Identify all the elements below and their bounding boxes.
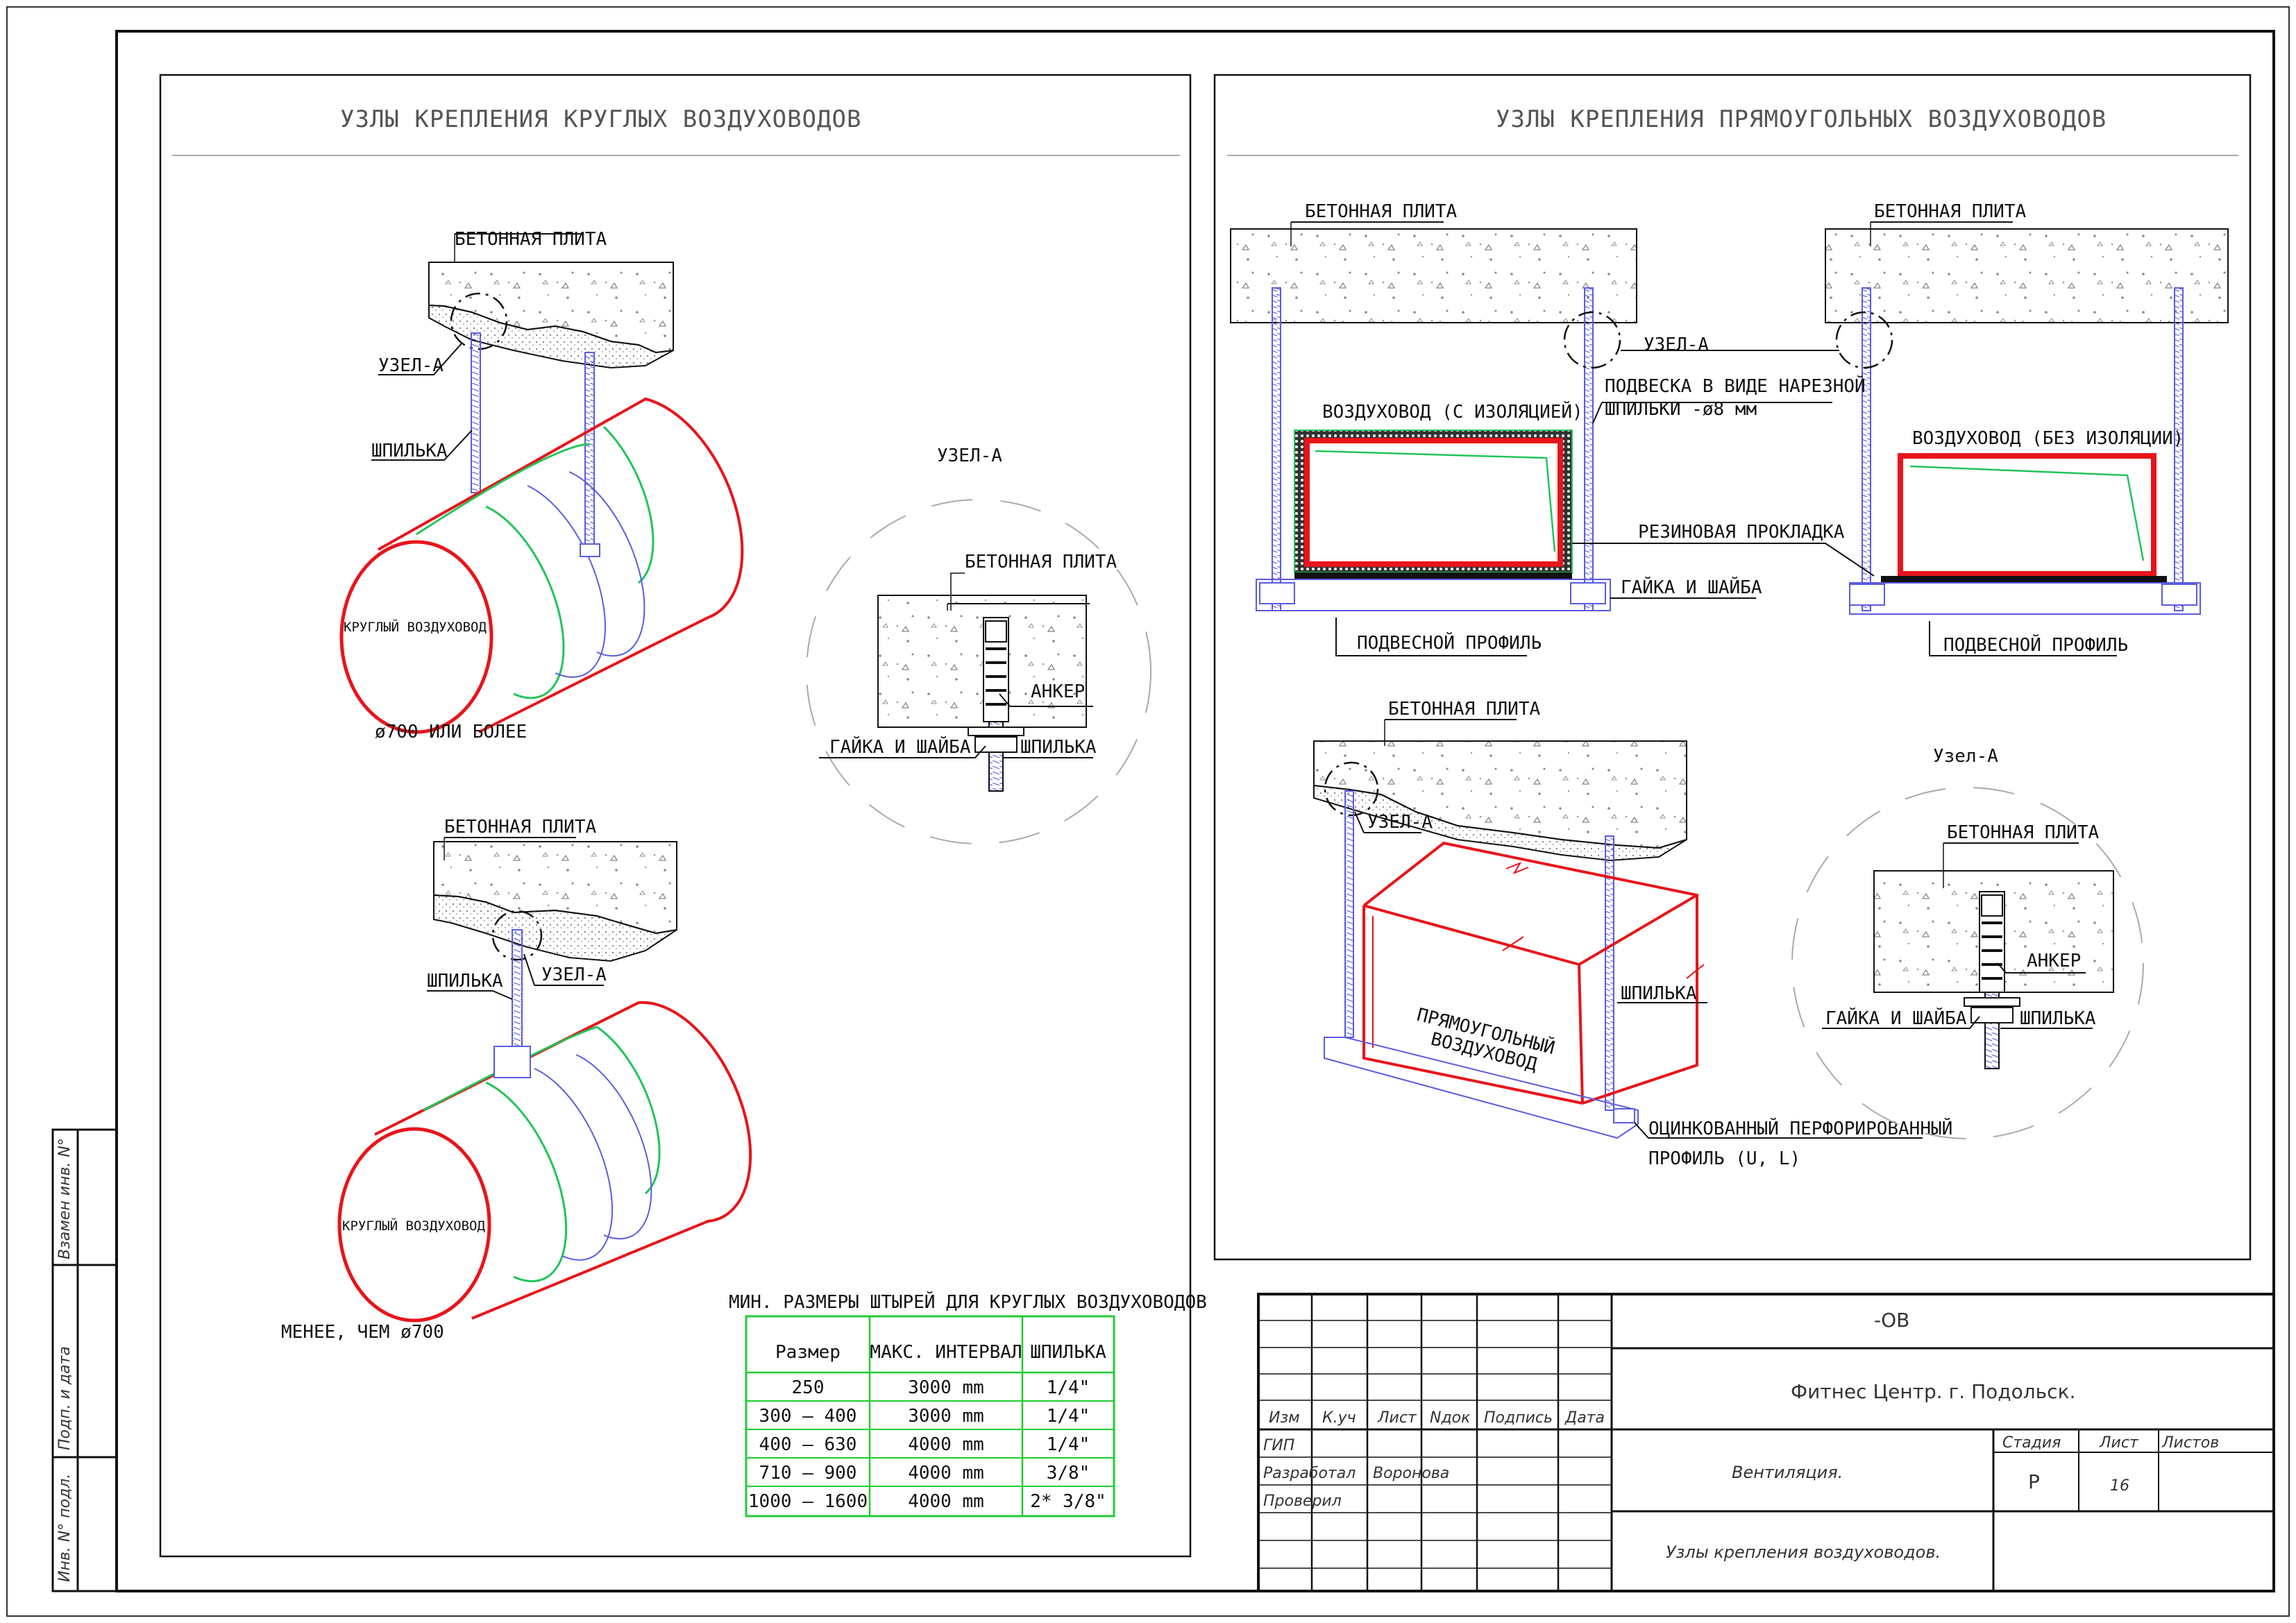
tb-sheet-title: Узлы крепления воздуховодов. — [1666, 1543, 1941, 1562]
table-title: МИН. РАЗМЕРЫ ШТЫРЕЙ ДЛЯ КРУГЛЫХ ВОЗДУХОВ… — [729, 1291, 1207, 1313]
tb-sheet-value: 16 — [2110, 1477, 2129, 1495]
node-title-left: УЗЕЛ-А — [937, 445, 1002, 466]
stamp-field-sign: Подп. и дата — [56, 1346, 74, 1450]
label-stud-1: ШПИЛЬКА — [371, 441, 448, 461]
panel-title-rect: УЗЛЫ КРЕПЛЕНИЯ ПРЯМОУГОЛЬНЫХ ВОЗДУХОВОДО… — [1496, 105, 2107, 133]
round-duct-detail-small: БЕТОННАЯ ПЛИТА УЗЕЛ-А ШПИЛЬКА КРУГЛЫЙ ВО… — [281, 817, 752, 1343]
round-duct-detail-large: БЕТОННАЯ ПЛИТА УЗЕЛ-А ШПИЛЬКА КРУГЛЫЙ ВО… — [339, 229, 744, 742]
table-cell: 300 – 400 — [759, 1406, 857, 1427]
label-node-2: УЗЕЛ-А — [541, 965, 607, 985]
label-node-slab-left: БЕТОННАЯ ПЛИТА — [965, 552, 1117, 572]
label-slab-1: БЕТОННАЯ ПЛИТА — [455, 229, 607, 250]
label-stud-2: ШПИЛЬКА — [427, 971, 503, 992]
tb-role-chief: ГИП — [1263, 1437, 1294, 1454]
tb-header-date: Дата — [1564, 1409, 1605, 1427]
stamp-field-inventory: Инв. N° подл. — [56, 1474, 74, 1582]
table-cell: 3000 mm — [908, 1406, 984, 1427]
label-nut-left: ГАЙКА И ШАЙБА — [829, 736, 971, 758]
table-cell: 250 — [792, 1377, 825, 1398]
label-nut-r1: ГАЙКА И ШАЙБА — [1621, 576, 1762, 598]
tb-project: Фитнес Центр. г. Подольск. — [1791, 1380, 2075, 1403]
table-cell: 3000 mm — [908, 1377, 984, 1398]
tb-stage-label: Стадия — [2002, 1434, 2061, 1452]
label-anchor-right: АНКЕР — [2027, 951, 2081, 971]
panel-rect-ducts: УЗЛЫ КРЕПЛЕНИЯ ПРЯМОУГОЛЬНЫХ ВОЗДУХОВОДО… — [1213, 74, 2252, 1261]
label-profile-right: ПОДВЕСНОЙ ПРОФИЛЬ — [1943, 634, 2128, 656]
label-stud-r2: ШПИЛЬКА — [1621, 983, 1697, 1004]
label-profile-left: ПОДВЕСНОЙ ПРОФИЛЬ — [1357, 631, 1542, 654]
table-cell: 4000 mm — [908, 1463, 984, 1484]
node-a-detail-right: Узел-А БЕТОННАЯ ПЛИТА АНКЕР ГАЙКА И ШАЙБ… — [1791, 746, 2144, 1139]
tb-developer-name: Воронова — [1373, 1465, 1449, 1482]
label-slab-r1: БЕТОННАЯ ПЛИТА — [1305, 201, 1457, 222]
panel-round-ducts: УЗЛЫ КРЕПЛЕНИЯ КРУГЛЫХ ВОЗДУХОВОДОВ БЕТО… — [159, 74, 1207, 1558]
label-node-r2: УЗЕЛ-А — [1367, 812, 1433, 833]
label-anchor-left: АНКЕР — [1031, 681, 1085, 702]
table-cell: 4000 mm — [908, 1434, 984, 1455]
label-hanger-1: ПОДВЕСКА В ВИДЕ НАРЕЗНОЙ — [1605, 375, 1866, 397]
label-rubber: РЕЗИНОВАЯ ПРОКЛАДКА — [1638, 522, 1845, 543]
tb-stage-value: Р — [2028, 1470, 2040, 1493]
label-slab-2: БЕТОННАЯ ПЛИТА — [444, 817, 596, 838]
tb-code: -ОВ — [1874, 1309, 1909, 1332]
label-nut-right: ГАЙКА И ШАЙБА — [1825, 1007, 1967, 1029]
rod-size-table: МИН. РАЗМЕРЫ ШТЫРЕЙ ДЛЯ КРУГЛЫХ ВОЗДУХОВ… — [729, 1291, 1207, 1518]
table-cell: 4000 mm — [908, 1491, 984, 1512]
label-slab-r3: БЕТОННАЯ ПЛИТА — [1388, 699, 1540, 720]
label-slab-r2: БЕТОННАЯ ПЛИТА — [1874, 201, 2026, 222]
label-duct-insulated: ВОЗДУХОВОД (С ИЗОЛЯЦИЕЙ) — [1322, 400, 1583, 423]
tb-header-signature: Подпись — [1484, 1409, 1553, 1427]
tb-header-sheet: Лист — [1377, 1409, 1417, 1427]
table-cell: 2* 3/8" — [1030, 1491, 1106, 1512]
rect-duct-detail-iso: БЕТОННАЯ ПЛИТА УЗЕЛ-А ПРЯМОУГОЛЬНЫЙ ВОЗД… — [1313, 699, 1952, 1169]
label-node-slab-right: БЕТОННАЯ ПЛИТА — [1947, 822, 2099, 843]
tb-header-count: К.уч — [1322, 1409, 1356, 1427]
table-header: МАКС. ИНТЕРВАЛ — [870, 1342, 1022, 1363]
title-block: Изм К.уч Лист Nдок Подпись Дата ГИП Разр… — [1257, 1293, 2275, 1592]
table-cell: 1/4" — [1047, 1406, 1090, 1427]
node-title-right: Узел-А — [1933, 746, 1998, 767]
tb-role-developer: Разработал — [1263, 1465, 1356, 1482]
label-duct-2: КРУГЛЫЙ ВОЗДУХОВОД — [342, 1218, 485, 1234]
rect-duct-detail-hangers: БЕТОННАЯ ПЛИТА БЕТОННАЯ ПЛИТА УЗЕЛ-А ПОД… — [1230, 201, 2229, 656]
label-node-1: УЗЕЛ-А — [378, 355, 444, 376]
table-cell: 1/4" — [1047, 1434, 1090, 1455]
label-size-2: МЕНЕЕ, ЧЕМ ø700 — [281, 1322, 444, 1343]
table-cell: 1/4" — [1047, 1377, 1090, 1398]
tb-section: Вентиляция. — [1732, 1463, 1843, 1482]
label-hanger-2: ШПИЛЬКИ -ø8 мм — [1605, 399, 1757, 420]
table-header: ШПИЛЬКА — [1030, 1342, 1106, 1363]
tb-role-checker: Проверил — [1263, 1493, 1342, 1510]
label-stud-right: ШПИЛЬКА — [2020, 1008, 2096, 1029]
table-cell: 400 – 630 — [759, 1434, 857, 1455]
label-node-r1: УЗЕЛ-А — [1644, 334, 1709, 355]
tb-sheet-label: Лист — [2099, 1434, 2139, 1452]
side-stamp: Взамен инв. N° Подп. и дата Инв. N° подл… — [51, 1128, 118, 1592]
stamp-field-replace: Взамен инв. N° — [56, 1138, 74, 1259]
label-size-1: ø700 ИЛИ БОЛЕЕ — [375, 722, 527, 742]
table-cell: 1000 – 1600 — [748, 1491, 868, 1512]
label-duct-1: КРУГЛЫЙ ВОЗДУХОВОД — [344, 619, 487, 635]
tb-header-doc: Nдок — [1430, 1409, 1471, 1427]
label-duct-plain: ВОЗДУХОВОД (БЕЗ ИЗОЛЯЦИИ) — [1912, 428, 2184, 449]
tb-header-change: Изм — [1269, 1409, 1300, 1427]
tb-sheets-label: Листов — [2161, 1434, 2219, 1452]
label-profile-r2-2: ПРОФИЛЬ (U, L) — [1648, 1148, 1800, 1169]
table-cell: 710 – 900 — [759, 1463, 857, 1484]
label-stud-left: ШПИЛЬКА — [1020, 737, 1097, 758]
label-profile-r2-1: ОЦИНКОВАННЫЙ ПЕРФОРИРОВАННЫЙ — [1648, 1117, 1952, 1139]
panel-title-round: УЗЛЫ КРЕПЛЕНИЯ КРУГЛЫХ ВОЗДУХОВОДОВ — [340, 105, 861, 133]
table-header: Размер — [775, 1342, 841, 1363]
node-a-detail-left: УЗЕЛ-А БЕТОННАЯ ПЛИТА АНКЕР ГАЙКА И ШАЙБ… — [806, 445, 1151, 844]
table-cell: 3/8" — [1047, 1463, 1090, 1484]
